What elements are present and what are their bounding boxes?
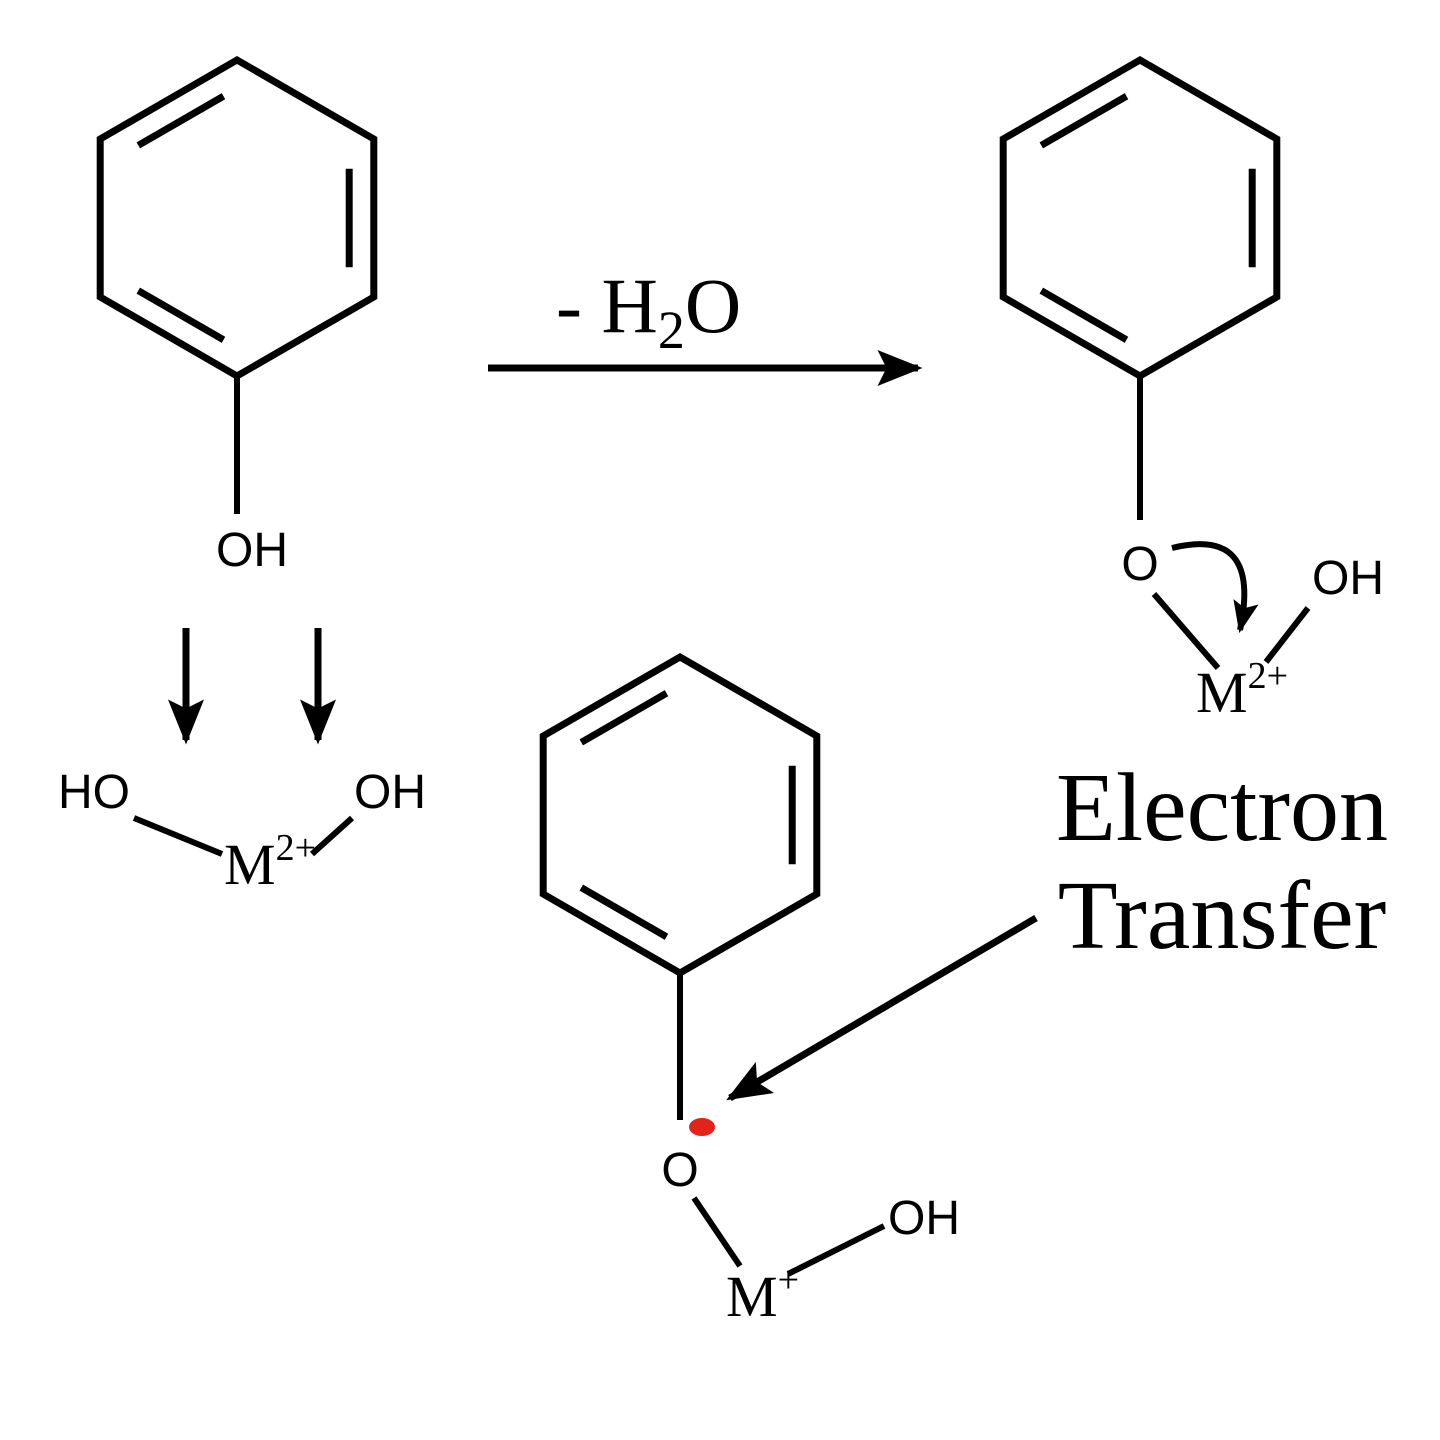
metal-dihydroxide-molecule: HO M2+ OH <box>58 766 426 897</box>
m-oh-bond <box>1263 606 1311 664</box>
oh-label: OH <box>354 766 426 819</box>
metal-symbol: M <box>224 832 276 897</box>
metal-charge: 2+ <box>276 827 316 869</box>
hydroxyl-label: OH <box>1312 552 1384 605</box>
metal-charge: + <box>778 1259 799 1301</box>
electron-transfer-arrow <box>726 914 1038 1102</box>
m-oh-bond <box>309 815 355 857</box>
metal-ion-label: M2+ <box>224 827 316 897</box>
metal-symbol: M <box>726 1264 778 1329</box>
benzene-ring <box>1003 60 1277 376</box>
electron-transfer-annotation: Electron Transfer <box>726 754 1388 1102</box>
radical-electron-dot <box>689 1118 715 1136</box>
phenoxyl-radical-metal-complex: O M+ OH <box>543 657 960 1329</box>
hydroxyl-label: OH <box>216 524 288 577</box>
metal-symbol: M <box>1196 660 1248 725</box>
hydroxyl-label: OH <box>888 1192 960 1245</box>
phenol-molecule: OH <box>100 60 374 577</box>
electron-pair-curved-arrow <box>1171 541 1259 634</box>
metal-ion-label: M+ <box>726 1259 799 1329</box>
metal-ion-label: M2+ <box>1196 655 1288 725</box>
o-m-bond <box>1151 592 1221 670</box>
m-oh-bond <box>786 1223 886 1277</box>
benzene-ring <box>100 60 374 376</box>
benzene-ring <box>543 657 817 973</box>
oxygen-label: O <box>661 1144 698 1197</box>
reaction-condition-label: - H2O <box>556 262 741 360</box>
addition-arrows <box>168 628 336 745</box>
condition-prefix: - H <box>556 262 658 349</box>
electron-transfer-label-line2: Transfer <box>1058 862 1386 970</box>
oxygen-label: O <box>1121 538 1158 591</box>
condition-suffix: O <box>685 262 741 349</box>
ho-m-bond <box>132 815 224 857</box>
reaction-step: - H2O <box>488 262 923 386</box>
electron-transfer-label-line1: Electron <box>1056 754 1388 862</box>
o-m-bond <box>691 1196 743 1268</box>
condition-subscript: 2 <box>658 300 685 360</box>
phenolate-metal-complex: O M2+ OH <box>1003 60 1384 725</box>
ho-label: HO <box>58 766 130 819</box>
